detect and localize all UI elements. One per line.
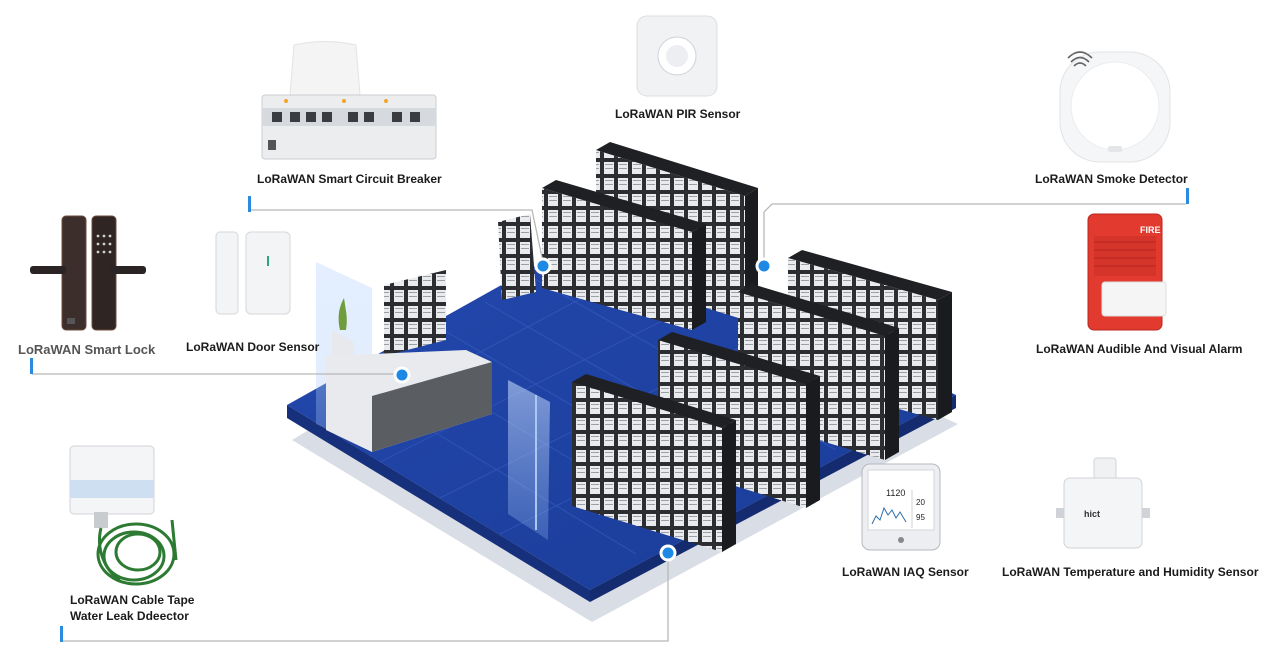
smoke-detector-icon (1059, 51, 1171, 163)
label-temp-humidity-sensor: LoRaWAN Temperature and Humidity Sensor (1002, 565, 1259, 579)
iaq-main-value: 1120 (886, 488, 905, 498)
iaq-sensor-icon (861, 463, 941, 551)
label-circuit-breaker: LoRaWAN Smart Circuit Breaker (257, 172, 442, 186)
label-smoke-detector: LoRaWAN Smoke Detector (1035, 172, 1188, 186)
reception-area (316, 262, 550, 540)
door-sensor-icon (215, 231, 291, 315)
label-smart-lock: LoRaWAN Smart Lock (18, 342, 156, 357)
device-markers (393, 257, 773, 562)
accent-bar-smart-lock (30, 358, 33, 374)
alarm-icon (1087, 213, 1167, 331)
accent-bar-smoke-detector (1186, 188, 1189, 204)
temp-humidity-sensor-icon (1056, 457, 1150, 549)
marker-circuit-breaker (534, 257, 552, 275)
accent-bar-circuit-breaker (248, 196, 251, 212)
circuit-breaker-icon (261, 41, 437, 160)
label-water-leak-detector: LoRaWAN Cable Tape Water Leak Ddeector (70, 593, 195, 623)
marker-smoke-detector (755, 257, 773, 275)
label-door-sensor: LoRaWAN Door Sensor (186, 340, 320, 354)
iaq-small-value-2: 95 (916, 513, 925, 522)
th-brand-text: hict (1084, 509, 1100, 519)
pir-sensor-icon (636, 15, 718, 97)
smart-lock-icon (30, 215, 146, 331)
water-leak-detector-icon (69, 445, 178, 586)
connector-lines (32, 203, 1186, 642)
alarm-fire-text: FIRE (1140, 225, 1161, 235)
server-racks (384, 142, 952, 552)
marker-water-leak (659, 544, 677, 562)
marker-smart-lock (393, 366, 411, 384)
label-pir-sensor: LoRaWAN PIR Sensor (615, 107, 741, 121)
iaq-small-value-1: 20 (916, 498, 925, 507)
label-iaq-sensor: LoRaWAN IAQ Sensor (842, 565, 969, 579)
accent-bar-water-leak (60, 626, 63, 642)
label-audible-visual-alarm: LoRaWAN Audible And Visual Alarm (1036, 342, 1243, 356)
